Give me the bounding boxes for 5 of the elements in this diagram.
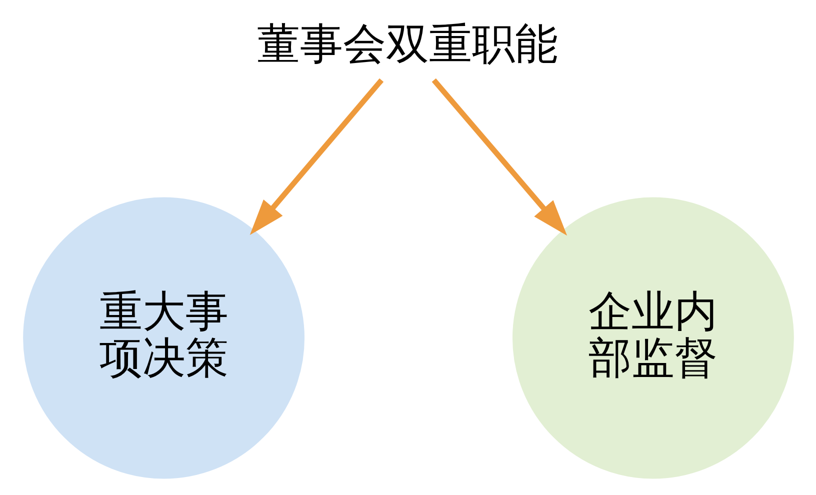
arrow	[431, 78, 567, 236]
node-circle: 重大事项决策	[20, 196, 306, 481]
node-circle: 企业内部监督	[510, 196, 796, 481]
node-text: 董事会双重职能	[256, 20, 558, 70]
arrow	[249, 78, 384, 235]
